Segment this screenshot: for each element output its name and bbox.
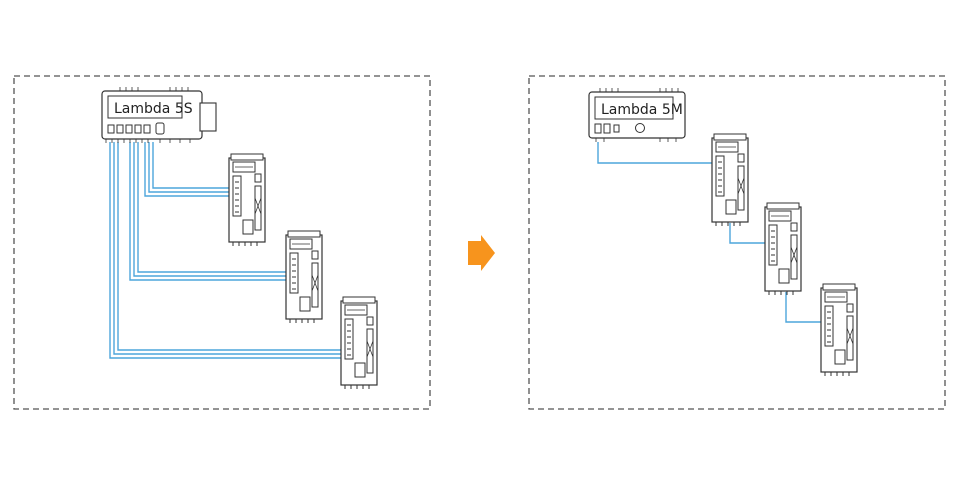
chained-drive-2 xyxy=(764,202,802,296)
chained-drive-1 xyxy=(711,133,749,227)
right-arrow-icon xyxy=(468,235,495,271)
left-panel: Lambda 5S xyxy=(13,75,431,410)
right-panel: Lambda 5M xyxy=(528,75,946,410)
left-panel-border xyxy=(13,75,431,410)
right-panel-border xyxy=(528,75,946,410)
lambda-5m-controller: Lambda 5M xyxy=(588,88,686,142)
lambda-5s-controller: Lambda 5S xyxy=(101,87,217,143)
servo-drive-1 xyxy=(228,153,266,247)
chained-drive-3 xyxy=(820,283,858,377)
servo-drive-3 xyxy=(340,296,378,390)
daisy-chain-cables xyxy=(597,142,827,323)
star-cables xyxy=(109,142,346,359)
lambda-5s-label: Lambda 5S xyxy=(114,101,193,117)
servo-drive-2 xyxy=(285,230,323,324)
lambda-5m-label: Lambda 5M xyxy=(601,102,683,118)
